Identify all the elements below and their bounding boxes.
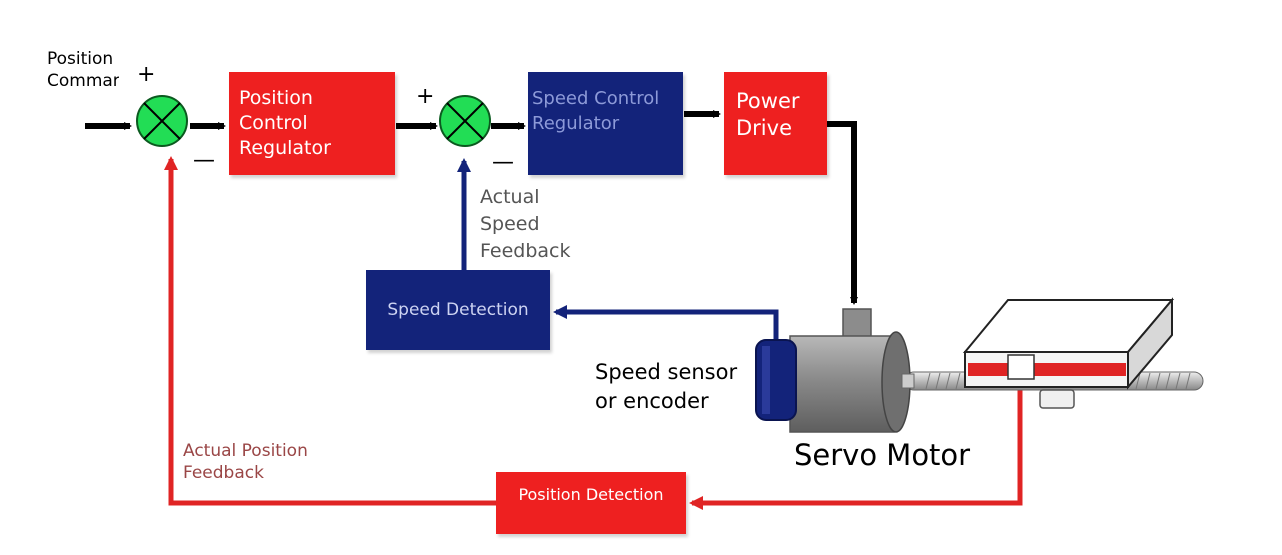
speed-detection-block: Speed Detection [366, 270, 550, 350]
actual-speed-feedback-label: Actual Speed Feedback [480, 186, 571, 262]
sum2-plus-sign: + [416, 84, 435, 109]
sum2-minus-sign: — [492, 150, 514, 175]
speed-control-regulator-block: Speed Control Regulator [528, 72, 683, 175]
position-command-label: Position Commar [47, 49, 119, 91]
position-feedback-arrow [164, 156, 496, 506]
pd-to-motor-arrow [827, 121, 858, 305]
servo-motor [789, 308, 915, 433]
encoder-to-speed-detection-line [553, 305, 779, 340]
ball-screw-stage [904, 297, 1204, 409]
screw-to-position-detection-line [689, 378, 1023, 510]
actual-position-feedback-label: Actual Position Feedback [183, 441, 308, 483]
summing-junction-2 [439, 95, 491, 147]
power-drive-block: Power Drive [724, 72, 827, 175]
speed-sensor-label: Speed sensor or encoder [595, 360, 738, 413]
position-control-regulator-block: Position Control Regulator [229, 72, 395, 175]
sum1-plus-sign: + [137, 62, 156, 87]
sum1-minus-sign: — [193, 148, 215, 173]
servo-motor-label: Servo Motor [794, 438, 971, 472]
summing-junction-1 [136, 95, 188, 147]
encoder [755, 339, 797, 421]
position-detection-block: Position Detection [496, 472, 686, 534]
